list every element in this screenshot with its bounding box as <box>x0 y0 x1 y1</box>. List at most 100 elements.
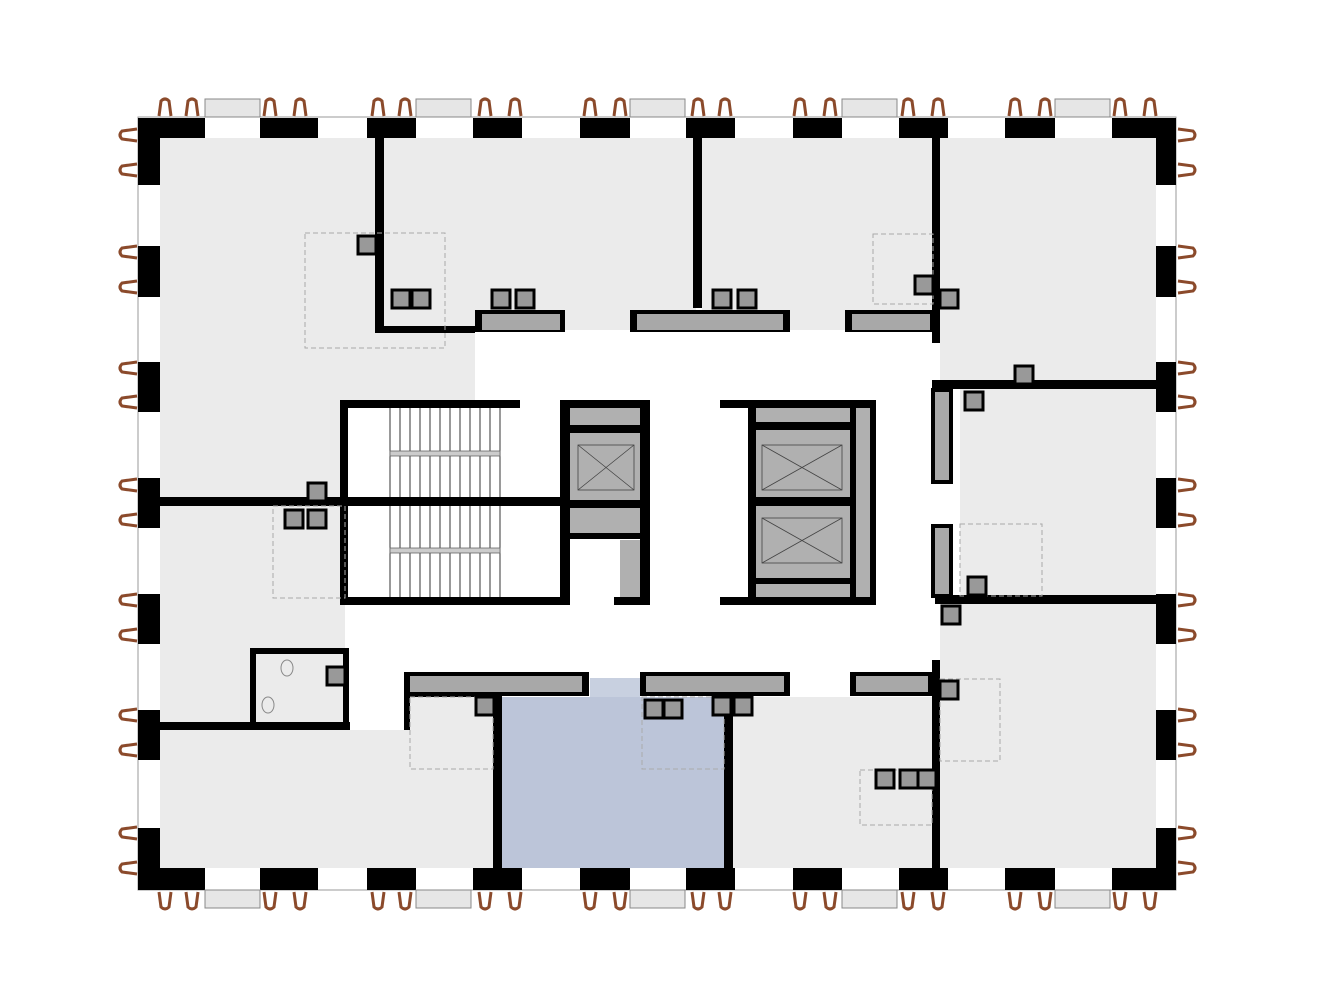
walls <box>138 118 1176 890</box>
window-unit-icon <box>370 97 386 117</box>
wall-segment <box>580 868 630 890</box>
radiator-icon <box>916 768 938 790</box>
wall-segment <box>138 246 160 297</box>
wall-segment <box>793 118 842 138</box>
window-unit-icon <box>1112 97 1128 117</box>
wall-segment <box>138 362 160 412</box>
window-unit-icon <box>792 97 808 117</box>
window-unit-icon <box>118 825 138 841</box>
radiator-icon <box>938 679 960 701</box>
radiator-icon <box>711 695 733 717</box>
window-unit-icon <box>118 244 138 260</box>
window-unit-icon <box>118 162 138 178</box>
radiator-icon <box>732 695 754 717</box>
wall-segment <box>1156 710 1176 760</box>
window-unit-icon <box>1177 394 1197 410</box>
window-unit-icon <box>1142 97 1158 117</box>
apartment-nw-ext[interactable] <box>378 330 475 400</box>
window-unit-icon <box>1177 512 1197 528</box>
window-unit-icon <box>118 394 138 410</box>
wall-segment <box>473 868 522 890</box>
window-unit-icon <box>184 97 200 117</box>
apartment-n1[interactable] <box>384 138 696 330</box>
window-unit-icon <box>118 627 138 643</box>
balcony-unit <box>629 889 686 909</box>
wall-segment <box>1156 118 1176 185</box>
window-unit-icon <box>612 97 628 117</box>
selected-apartment[interactable] <box>500 697 725 868</box>
window-unit-icon <box>292 97 308 117</box>
wall-segment <box>260 118 318 138</box>
window-unit-icon <box>1177 279 1197 295</box>
wall-segment <box>1005 118 1055 138</box>
balcony-unit <box>1054 889 1111 909</box>
wall-segment <box>899 118 948 138</box>
window-unit-icon <box>477 97 493 117</box>
radiator-icon <box>874 768 896 790</box>
wall-segment <box>1005 868 1055 890</box>
window-unit-icon <box>1177 742 1197 758</box>
wall-segment <box>138 828 160 890</box>
core <box>340 400 876 605</box>
radiator-icon <box>711 288 733 310</box>
window-unit-icon <box>612 891 628 911</box>
window-unit-icon <box>792 891 808 911</box>
window-unit-icon <box>397 97 413 117</box>
window-unit-icon <box>370 891 386 911</box>
window-unit-icon <box>717 891 733 911</box>
handrail <box>389 547 501 554</box>
elevator-icon <box>577 444 843 564</box>
window-unit-icon <box>1177 627 1197 643</box>
apartment-se[interactable] <box>940 604 1156 868</box>
window-unit-icon <box>1177 360 1197 376</box>
window-unit-icon <box>1177 244 1197 260</box>
window-unit-icon <box>582 97 598 117</box>
radiator-icon <box>940 604 962 626</box>
wall-segment <box>138 710 160 760</box>
window-unit-icon <box>900 891 916 911</box>
radiator-icon <box>514 288 536 310</box>
apartment-e[interactable] <box>960 389 1156 597</box>
window-unit-icon <box>118 860 138 876</box>
window-unit-icon <box>822 891 838 911</box>
wall-segment <box>1156 594 1176 644</box>
window-unit-icon <box>717 97 733 117</box>
closets <box>410 314 953 692</box>
window-unit-icon <box>690 891 706 911</box>
radiator-icon <box>736 288 758 310</box>
wall-segment <box>1156 828 1176 890</box>
radiator-icon <box>474 695 496 717</box>
window-unit-icon <box>822 97 838 117</box>
window-unit-icon <box>1177 860 1197 876</box>
wall-segment <box>686 868 735 890</box>
window-unit-icon <box>184 891 200 911</box>
radiator-icon <box>938 288 960 310</box>
apartment-ne[interactable] <box>940 138 1156 383</box>
window-unit-icon <box>1177 825 1197 841</box>
window-unit-icon <box>118 477 138 493</box>
radiator-icon <box>662 698 684 720</box>
window-units <box>118 97 1197 911</box>
window-unit-icon <box>118 592 138 608</box>
stair-icon <box>389 408 501 597</box>
window-unit-icon <box>477 891 493 911</box>
balcony-unit <box>629 98 686 118</box>
window-unit-icon <box>118 707 138 723</box>
window-unit-icon <box>507 891 523 911</box>
radiator-icon <box>390 288 412 310</box>
window-unit-icon <box>118 512 138 528</box>
window-unit-icon <box>292 891 308 911</box>
radiator-icon <box>410 288 432 310</box>
window-unit-icon <box>900 97 916 117</box>
radiator-icon <box>325 665 347 687</box>
radiator-icon <box>1013 364 1035 386</box>
window-unit-icon <box>507 97 523 117</box>
apartment-sw[interactable] <box>160 730 493 868</box>
toilet-icon <box>261 659 294 714</box>
hall-bluish <box>590 678 640 697</box>
radiator-icon <box>913 274 935 296</box>
window-unit-icon <box>930 891 946 911</box>
wall-segment <box>138 478 160 528</box>
window-unit-icon <box>118 742 138 758</box>
